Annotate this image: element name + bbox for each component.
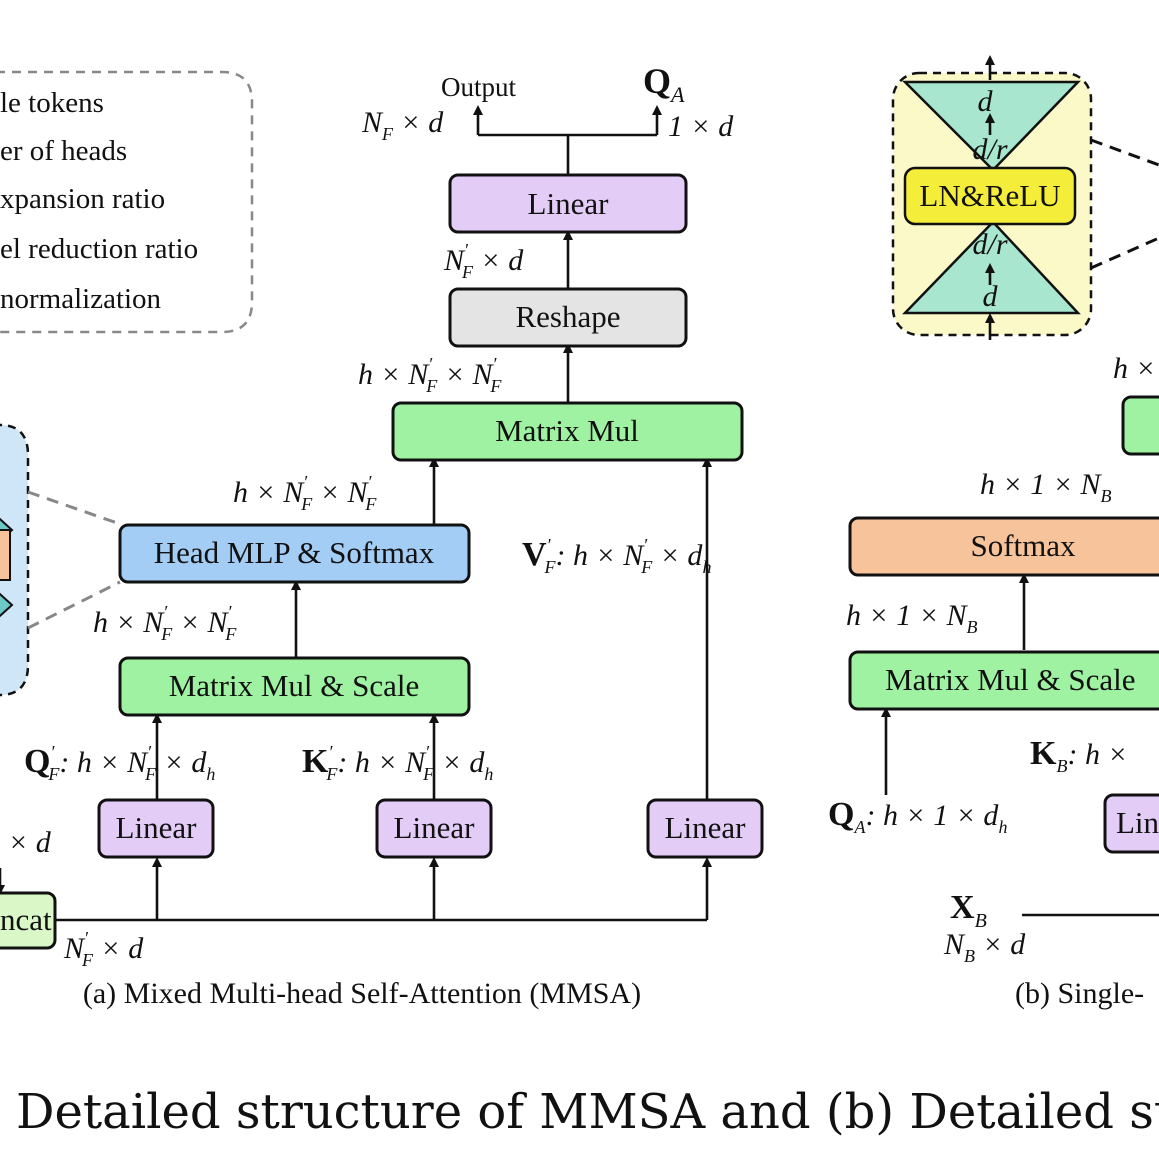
- reshape-block: Reshape: [448, 287, 688, 348]
- reshape-label: Reshape: [515, 299, 620, 334]
- concat-block: ncat: [0, 891, 57, 950]
- single-dim-softmax-out: h × 1 × NB: [980, 468, 1112, 506]
- matrix-mul-scale-label: Matrix Mul & Scale: [169, 668, 420, 703]
- dim-attn-out: h × N′F × N′F: [358, 354, 502, 396]
- single-attention-wires: [881, 573, 1159, 917]
- bottleneck-inner-top-dim: d/r: [972, 133, 1007, 166]
- softmax-label: Softmax: [970, 528, 1076, 563]
- head-mlp-zoom-inset: [0, 423, 121, 697]
- legend-line-1: le tokens: [0, 87, 104, 119]
- legend-box: le tokens er of heads xpansion ratio el …: [0, 70, 254, 334]
- bottleneck-bottom-dim: d: [983, 280, 999, 313]
- single-matrix-mul-scale-label: Matrix Mul & Scale: [885, 662, 1136, 697]
- matrix-mul-label: Matrix Mul: [495, 413, 639, 448]
- legend-line-4: el reduction ratio: [0, 233, 198, 265]
- linear-q-block: Linear: [97, 798, 215, 859]
- output-label: Output: [441, 72, 517, 102]
- single-linear-block: Lin: [1103, 793, 1159, 854]
- single-q-label: QA: h × 1 × dh: [828, 796, 1007, 837]
- qa-dim-label: 1 × d: [668, 110, 734, 143]
- linear-k-label: Linear: [394, 810, 476, 845]
- concat-dim-left: × d: [8, 826, 52, 859]
- mmsa-wires: [0, 105, 712, 922]
- xb-label: XB: [950, 889, 987, 932]
- bottleneck-inner-bottom-dim: d/r: [972, 228, 1007, 261]
- figure-caption: Detailed structure of MMSA and (b) Detai…: [16, 1084, 1159, 1140]
- single-linear-label: Lin: [1116, 805, 1159, 840]
- concat-dim: N′F × d: [63, 928, 144, 970]
- xb-dim: NB × d: [943, 928, 1026, 966]
- linear-output-block: Linear: [448, 173, 688, 234]
- qa-label: QA: [643, 61, 685, 107]
- legend-line-5: normalization: [0, 283, 162, 315]
- legend-line-3: xpansion ratio: [0, 183, 165, 215]
- single-k-label: KB: h ×: [1030, 735, 1128, 776]
- single-top-green-block: [1121, 395, 1159, 456]
- q-label: Q′F: h × N′F × dh: [24, 742, 215, 784]
- linear-v-block: Linear: [646, 798, 764, 859]
- single-dim-scale-out: h × 1 × NB: [846, 599, 978, 637]
- head-mlp-softmax-label: Head MLP & Softmax: [154, 535, 435, 570]
- softmax-block: Softmax: [848, 516, 1159, 577]
- linear-k-block: Linear: [375, 798, 493, 859]
- v-label: V′F: h × N′F × dh: [522, 535, 711, 577]
- matrix-mul-scale-block: Matrix Mul & Scale: [118, 656, 471, 717]
- mmsa-caption: (a) Mixed Multi-head Self-Attention (MMS…: [83, 977, 641, 1010]
- single-dim-top: h ×: [1113, 352, 1156, 385]
- legend-line-2: er of heads: [0, 135, 127, 167]
- k-label: K′F: h × N′F × dh: [302, 742, 493, 784]
- concat-label: ncat: [0, 902, 52, 937]
- bottleneck-inset: LN&ReLU d d/r d/r d: [891, 55, 1159, 340]
- linear-v-label: Linear: [665, 810, 747, 845]
- dim-head-out: h × N′F × N′F: [233, 472, 377, 514]
- single-caption: (b) Single-: [1015, 977, 1144, 1010]
- dim-after-reshape: N′F × d: [443, 240, 524, 282]
- output-dim-label: NF × d: [361, 106, 444, 144]
- ln-relu-label: LN&ReLU: [919, 178, 1060, 213]
- linear-output-label: Linear: [528, 186, 610, 221]
- linear-q-label: Linear: [116, 810, 198, 845]
- single-matrix-mul-scale-block: Matrix Mul & Scale: [848, 650, 1159, 711]
- matrix-mul-block: Matrix Mul: [391, 401, 744, 462]
- dim-scale-out: h × N′F × N′F: [93, 602, 237, 644]
- head-mlp-softmax-block: Head MLP & Softmax: [118, 523, 471, 584]
- bottleneck-top-dim: d: [978, 85, 994, 118]
